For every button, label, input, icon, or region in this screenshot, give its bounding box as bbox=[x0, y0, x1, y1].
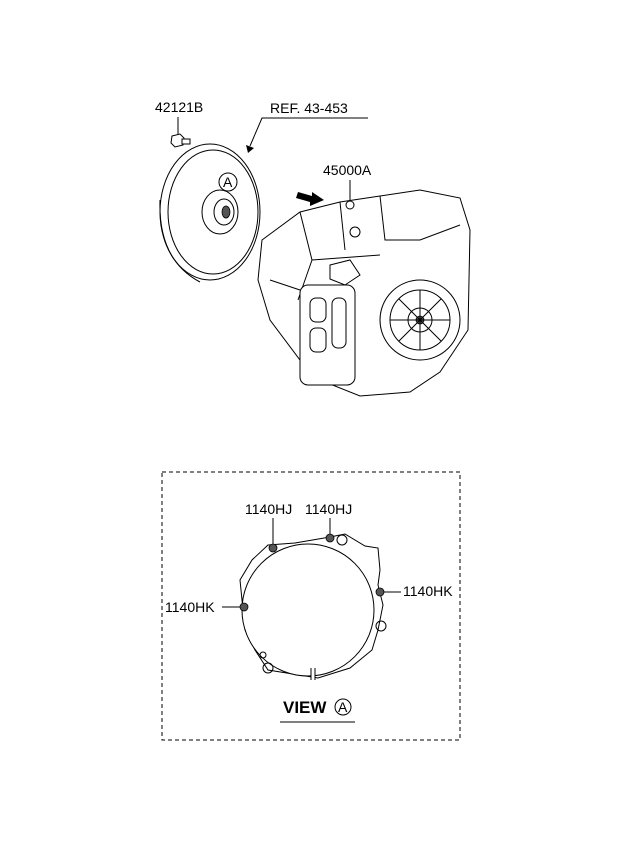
view-direction-arrow-icon bbox=[296, 192, 324, 206]
torque-converter bbox=[159, 143, 261, 283]
label-42121B[interactable]: 42121B bbox=[155, 99, 203, 115]
view-a-marker-circle bbox=[218, 172, 238, 192]
leader-arrowhead bbox=[246, 145, 254, 153]
label-1140HK-left[interactable]: 1140HK bbox=[165, 599, 215, 615]
bolt-42121B bbox=[170, 133, 191, 148]
label-1140HJ-right[interactable]: 1140HJ bbox=[305, 501, 352, 517]
label-1140HJ-left[interactable]: 1140HJ bbox=[245, 501, 292, 517]
label-ref-43-453[interactable]: REF. 43-453 bbox=[270, 100, 348, 116]
label-1140HK-right[interactable]: 1140HK bbox=[403, 583, 453, 599]
bell-housing-flange bbox=[239, 533, 387, 682]
view-a-title-letter: A bbox=[338, 699, 348, 715]
view-a-marker-letter: A bbox=[223, 174, 233, 190]
transmission-assembly bbox=[257, 189, 471, 397]
view-a-title: VIEW bbox=[283, 698, 327, 717]
label-45000A[interactable]: 45000A bbox=[323, 162, 372, 178]
view-a-frame bbox=[161, 471, 461, 741]
leader-ref bbox=[249, 117, 368, 147]
view-a-title-circle bbox=[334, 698, 352, 716]
